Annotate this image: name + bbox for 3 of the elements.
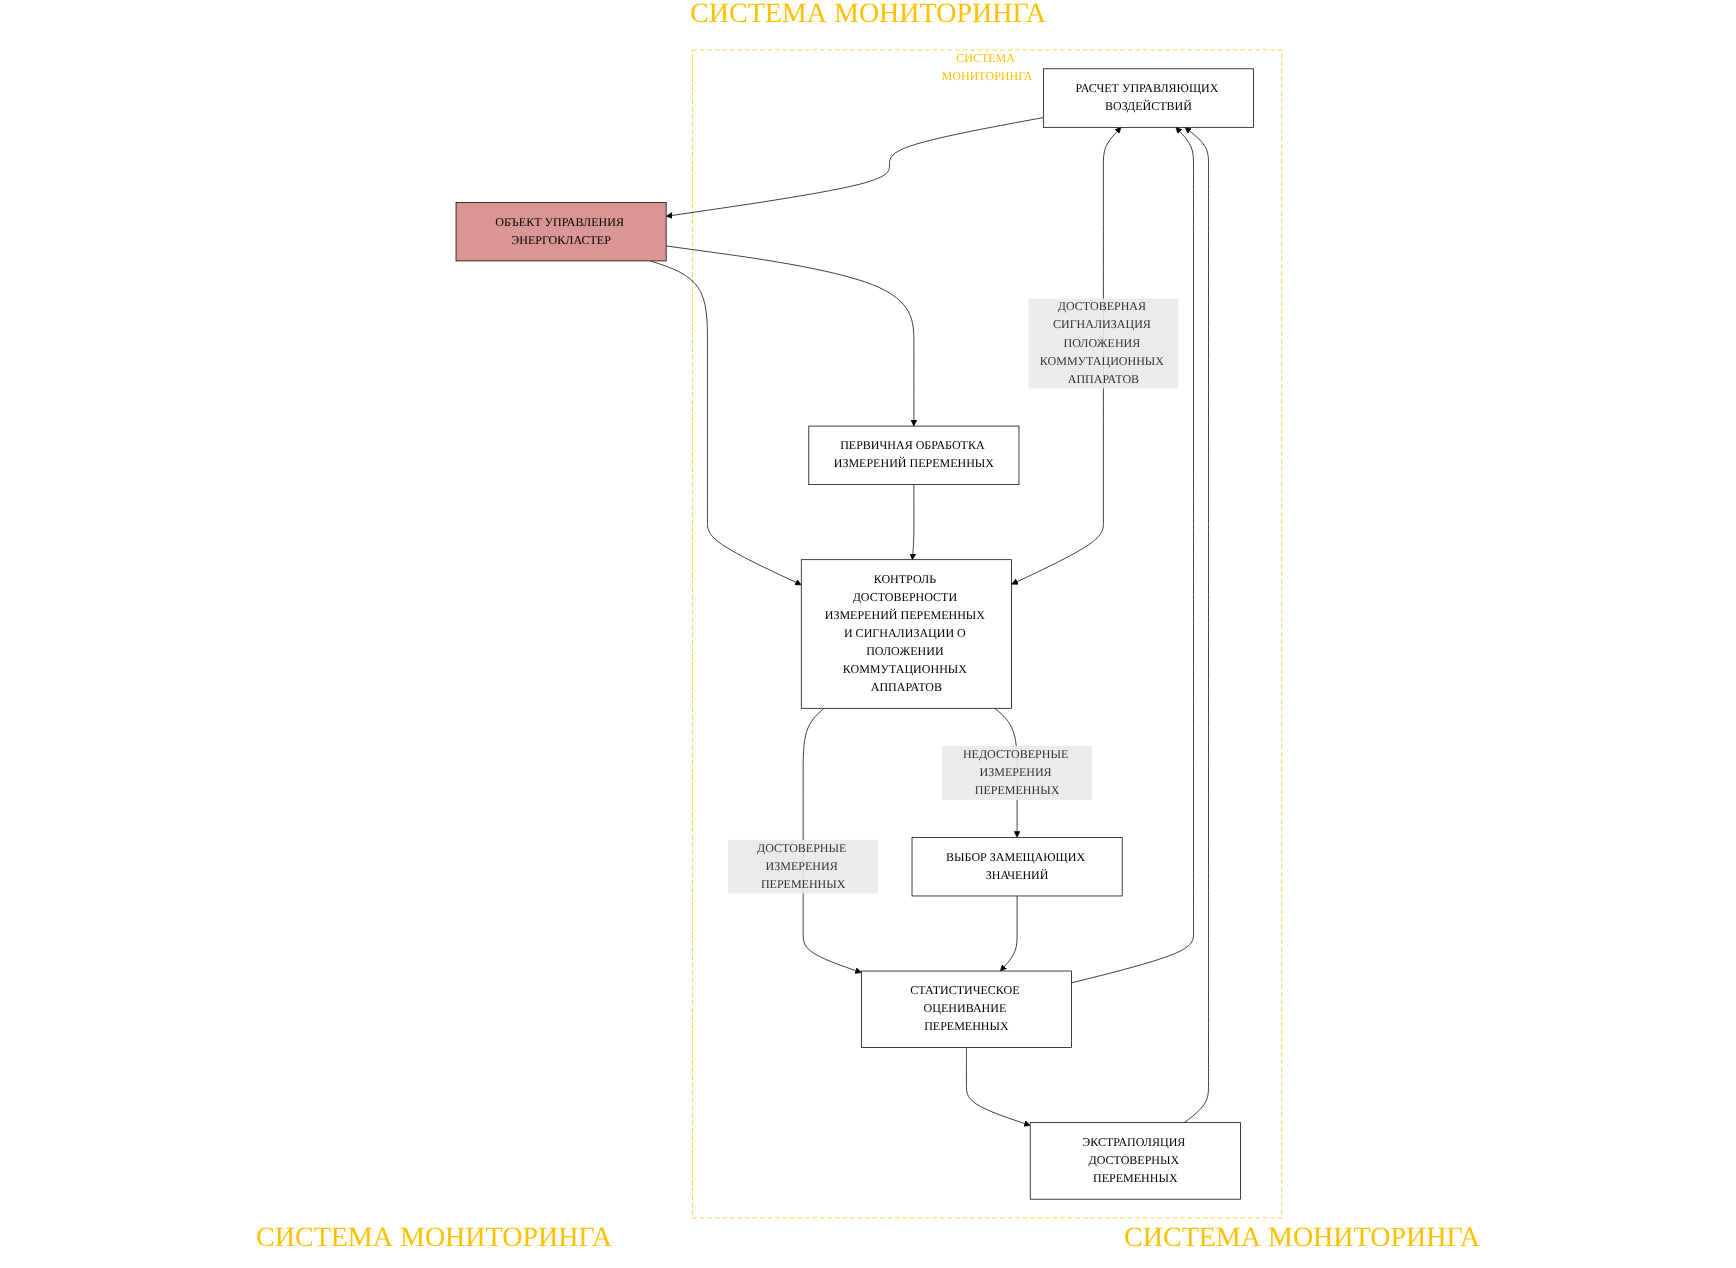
group-label: СИСТЕМА МОНИТОРИНГА: [690, 0, 1046, 34]
group-label: СИСТЕМА МОНИТОРИНГА: [1124, 1224, 1480, 1258]
group-label: СИСТЕМА МОНИТОРИНГА: [256, 1224, 612, 1258]
